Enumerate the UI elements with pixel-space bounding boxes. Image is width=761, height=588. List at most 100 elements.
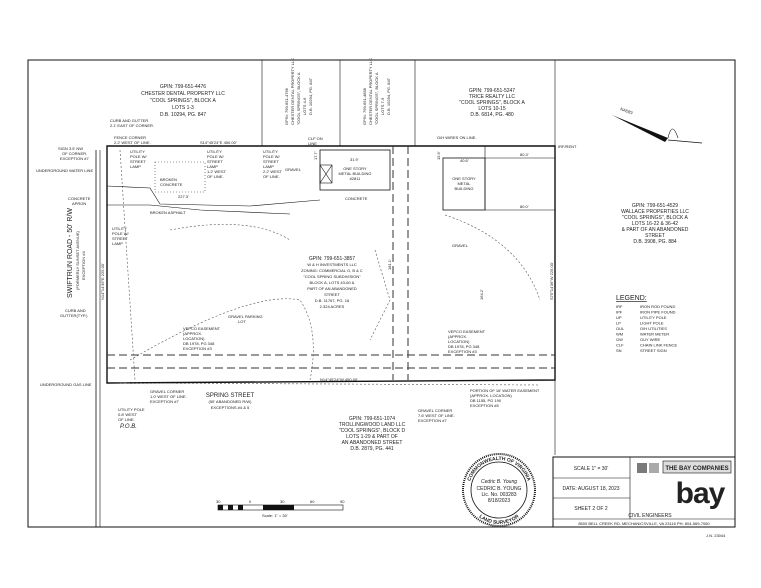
legend-description: WATER METER	[640, 332, 669, 337]
note-utility-pole: LAMP	[263, 164, 274, 169]
parcel-chester-2: GPIN: 799-651-4766 CHESTER DENTAL PROPER…	[284, 58, 313, 125]
street-exception: EXCEPTIONS #4 & 5	[211, 405, 250, 410]
note-curb-gutter: 2.1' EAST OF CORNER.	[110, 123, 154, 128]
legend-abbrev: UP	[616, 315, 622, 320]
concrete-label: CONCRETE	[345, 196, 368, 201]
asphalt-edge	[106, 185, 321, 215]
note-utility-pole: 1.2' WEST	[207, 169, 227, 174]
vepco-easement-note: EXCEPTION #3	[183, 346, 212, 351]
legend-abbrev: IPF	[616, 310, 623, 315]
legend-description: IRON PIPE FOUND	[640, 310, 676, 315]
legend-title: LEGEND:	[616, 295, 647, 302]
legend-abbrev: SN	[616, 348, 622, 353]
title-sheet: SHEET 2 OF 2	[574, 506, 607, 512]
legend-abbrev: OUL	[616, 326, 625, 331]
road-label: SWIFTRUN ROAD - 50' R/W (FORMERLY SUNSET…	[67, 208, 86, 298]
note: AN ABANDONED STREET	[342, 440, 403, 446]
note-fence-corner: 2.2' WEST OF LINE.	[114, 140, 151, 145]
subdivision: "COOL SPRING SUBDIVISION"	[303, 274, 361, 279]
deed: D.B. 3908, PG. 884	[633, 239, 677, 245]
vepco-easement-note: LOCATION)	[448, 339, 470, 344]
gpin: GPIN: 799-651-3857	[309, 256, 355, 262]
owner: CHESTER DENTAL PROPERTY LLC	[368, 58, 373, 125]
gpin: GPIN: 799-651-4766	[284, 87, 289, 125]
gpin: GPIN: 799-651-4529	[632, 203, 678, 209]
job-number: J.N. 23044	[706, 533, 726, 538]
building-label: METAL	[457, 181, 471, 186]
note-utility-pole: UTILITY	[130, 149, 145, 154]
scale-tick: 90	[340, 499, 345, 504]
subdivision: "COOL SPRINGS", BLOCK A	[296, 72, 301, 125]
scale-bar: 30 0 30 60 90 Scale: 1" = 30'	[216, 499, 345, 518]
road-exception: EXCEPTION #4	[81, 251, 86, 280]
seal-name: CEDRIC B. YOUNG	[477, 486, 522, 492]
note-utility-pole: UTILITY	[112, 226, 127, 231]
vepco-easement-note: EXCEPTION #3	[448, 349, 477, 354]
legend-abbrev: IRF	[616, 304, 623, 309]
lots: LOTS 16-22 & 36-42	[632, 221, 678, 227]
subdivision: "COOL SPRINGS", BLOCK D	[339, 428, 406, 434]
note-clf: CLF ON	[308, 136, 323, 141]
scale-tick: 60	[310, 499, 315, 504]
owner: TRICE REALTY LLC	[469, 94, 515, 100]
building-label: BUILDING	[455, 186, 474, 191]
note-utility-pole: OF LINE.	[207, 174, 224, 179]
logo-square	[649, 463, 659, 473]
legend-abbrev: CLF	[616, 343, 624, 348]
x-mark	[319, 164, 333, 184]
note-utility-pole: STREET	[207, 159, 223, 164]
note-utility-pole: UTILITY	[263, 149, 278, 154]
note-utility-pole: STREET	[130, 159, 146, 164]
gravel-corner-note: EXCEPTION #7	[150, 399, 179, 404]
surveyor-seal: COMMONWEALTH OF VIRGINIA LAND SURVEYOR C…	[462, 453, 536, 527]
logo-square	[637, 463, 647, 473]
road-name: SWIFTRUN ROAD - 50' R/W	[67, 208, 74, 298]
title-block: SCALE 1" = 30' DATE: AUGUST 18, 2023 SHE…	[552, 456, 736, 538]
company-name: THE BAY COMPANIES	[665, 466, 728, 472]
north-bearing: S14°45'24"E 450.00'	[200, 140, 237, 145]
legend-description: LIGHT POLE	[640, 321, 664, 326]
subject-boundary	[106, 145, 556, 384]
lots: BLOCK A, LOTS 43-60 &	[310, 280, 355, 285]
company-logo: bay	[676, 477, 726, 510]
subdivision: "COOL SPRINGS", BLOCK A	[622, 215, 688, 221]
note-utility-pole: POLE W/	[207, 154, 225, 159]
legend: LEGEND: IRF IRON ROD FOUND IPF IRON PIPE FO…	[616, 295, 677, 353]
owner: CHESTER DENTAL PROPERTY LLC	[290, 58, 295, 125]
deed: D.B. 2879, PG. 441	[350, 446, 394, 452]
note-utility-pole: UTILITY	[207, 149, 222, 154]
note: STREET	[324, 292, 340, 297]
note-sign: SIGN 3.5' NW	[58, 146, 83, 151]
legend-description: CHAIN LINK FENCE	[640, 343, 677, 348]
note-utility-pole: LAMP	[112, 241, 123, 246]
gravel-label: GRAVEL	[452, 243, 469, 248]
parcel-trollingwood: GPIN: 799-651-1074 TROLLINGWOOD LAND LLC…	[339, 416, 406, 452]
owner: W & H INVESTMENTS LLC	[307, 262, 357, 267]
gravel-edge	[129, 214, 541, 381]
parcel-trice: GPIN: 799-651-5247 TRICE REALTY LLC "COO…	[459, 88, 525, 118]
note-utility-pole: 2.2' WEST	[263, 169, 283, 174]
note-utility-pole: 0.8' WEST	[118, 412, 138, 417]
gravel-lot-label: LOT	[238, 319, 246, 324]
lots: LOTS 7-9	[380, 97, 385, 115]
note-sign: OF CORNER.	[62, 151, 87, 156]
legend-description: STREET SIGN	[640, 348, 667, 353]
dimension: 17.7'	[313, 151, 318, 160]
deed: D.B. 10294, PG. 847	[160, 112, 206, 118]
scale-tick: 30	[216, 499, 221, 504]
east-bearing: S75°14'36"W 225.00'	[549, 262, 554, 300]
note-utility-pole: STREET	[263, 159, 279, 164]
vepco-easement-note: VEPCO EASEMENT	[183, 326, 221, 331]
vepco-easement-note: (APPROX.	[448, 334, 467, 339]
west-bearing: N14°14'36"E 225.00'	[100, 263, 105, 300]
legend-description: IRON ROD FOUND	[640, 304, 675, 309]
owner: CHESTER DENTAL PROPERTY LLC	[141, 91, 225, 97]
dimension: 227.3'	[178, 194, 189, 199]
dimension: 31.9'	[350, 157, 359, 162]
street-name: SPRING STREET	[206, 393, 255, 399]
legend-abbrev: WM	[616, 332, 623, 337]
gravel-corner-note: 1.0' WEST OF LINE.	[150, 394, 187, 399]
scale-tick: 0	[249, 499, 252, 504]
dimension: 181.1'	[387, 259, 392, 270]
